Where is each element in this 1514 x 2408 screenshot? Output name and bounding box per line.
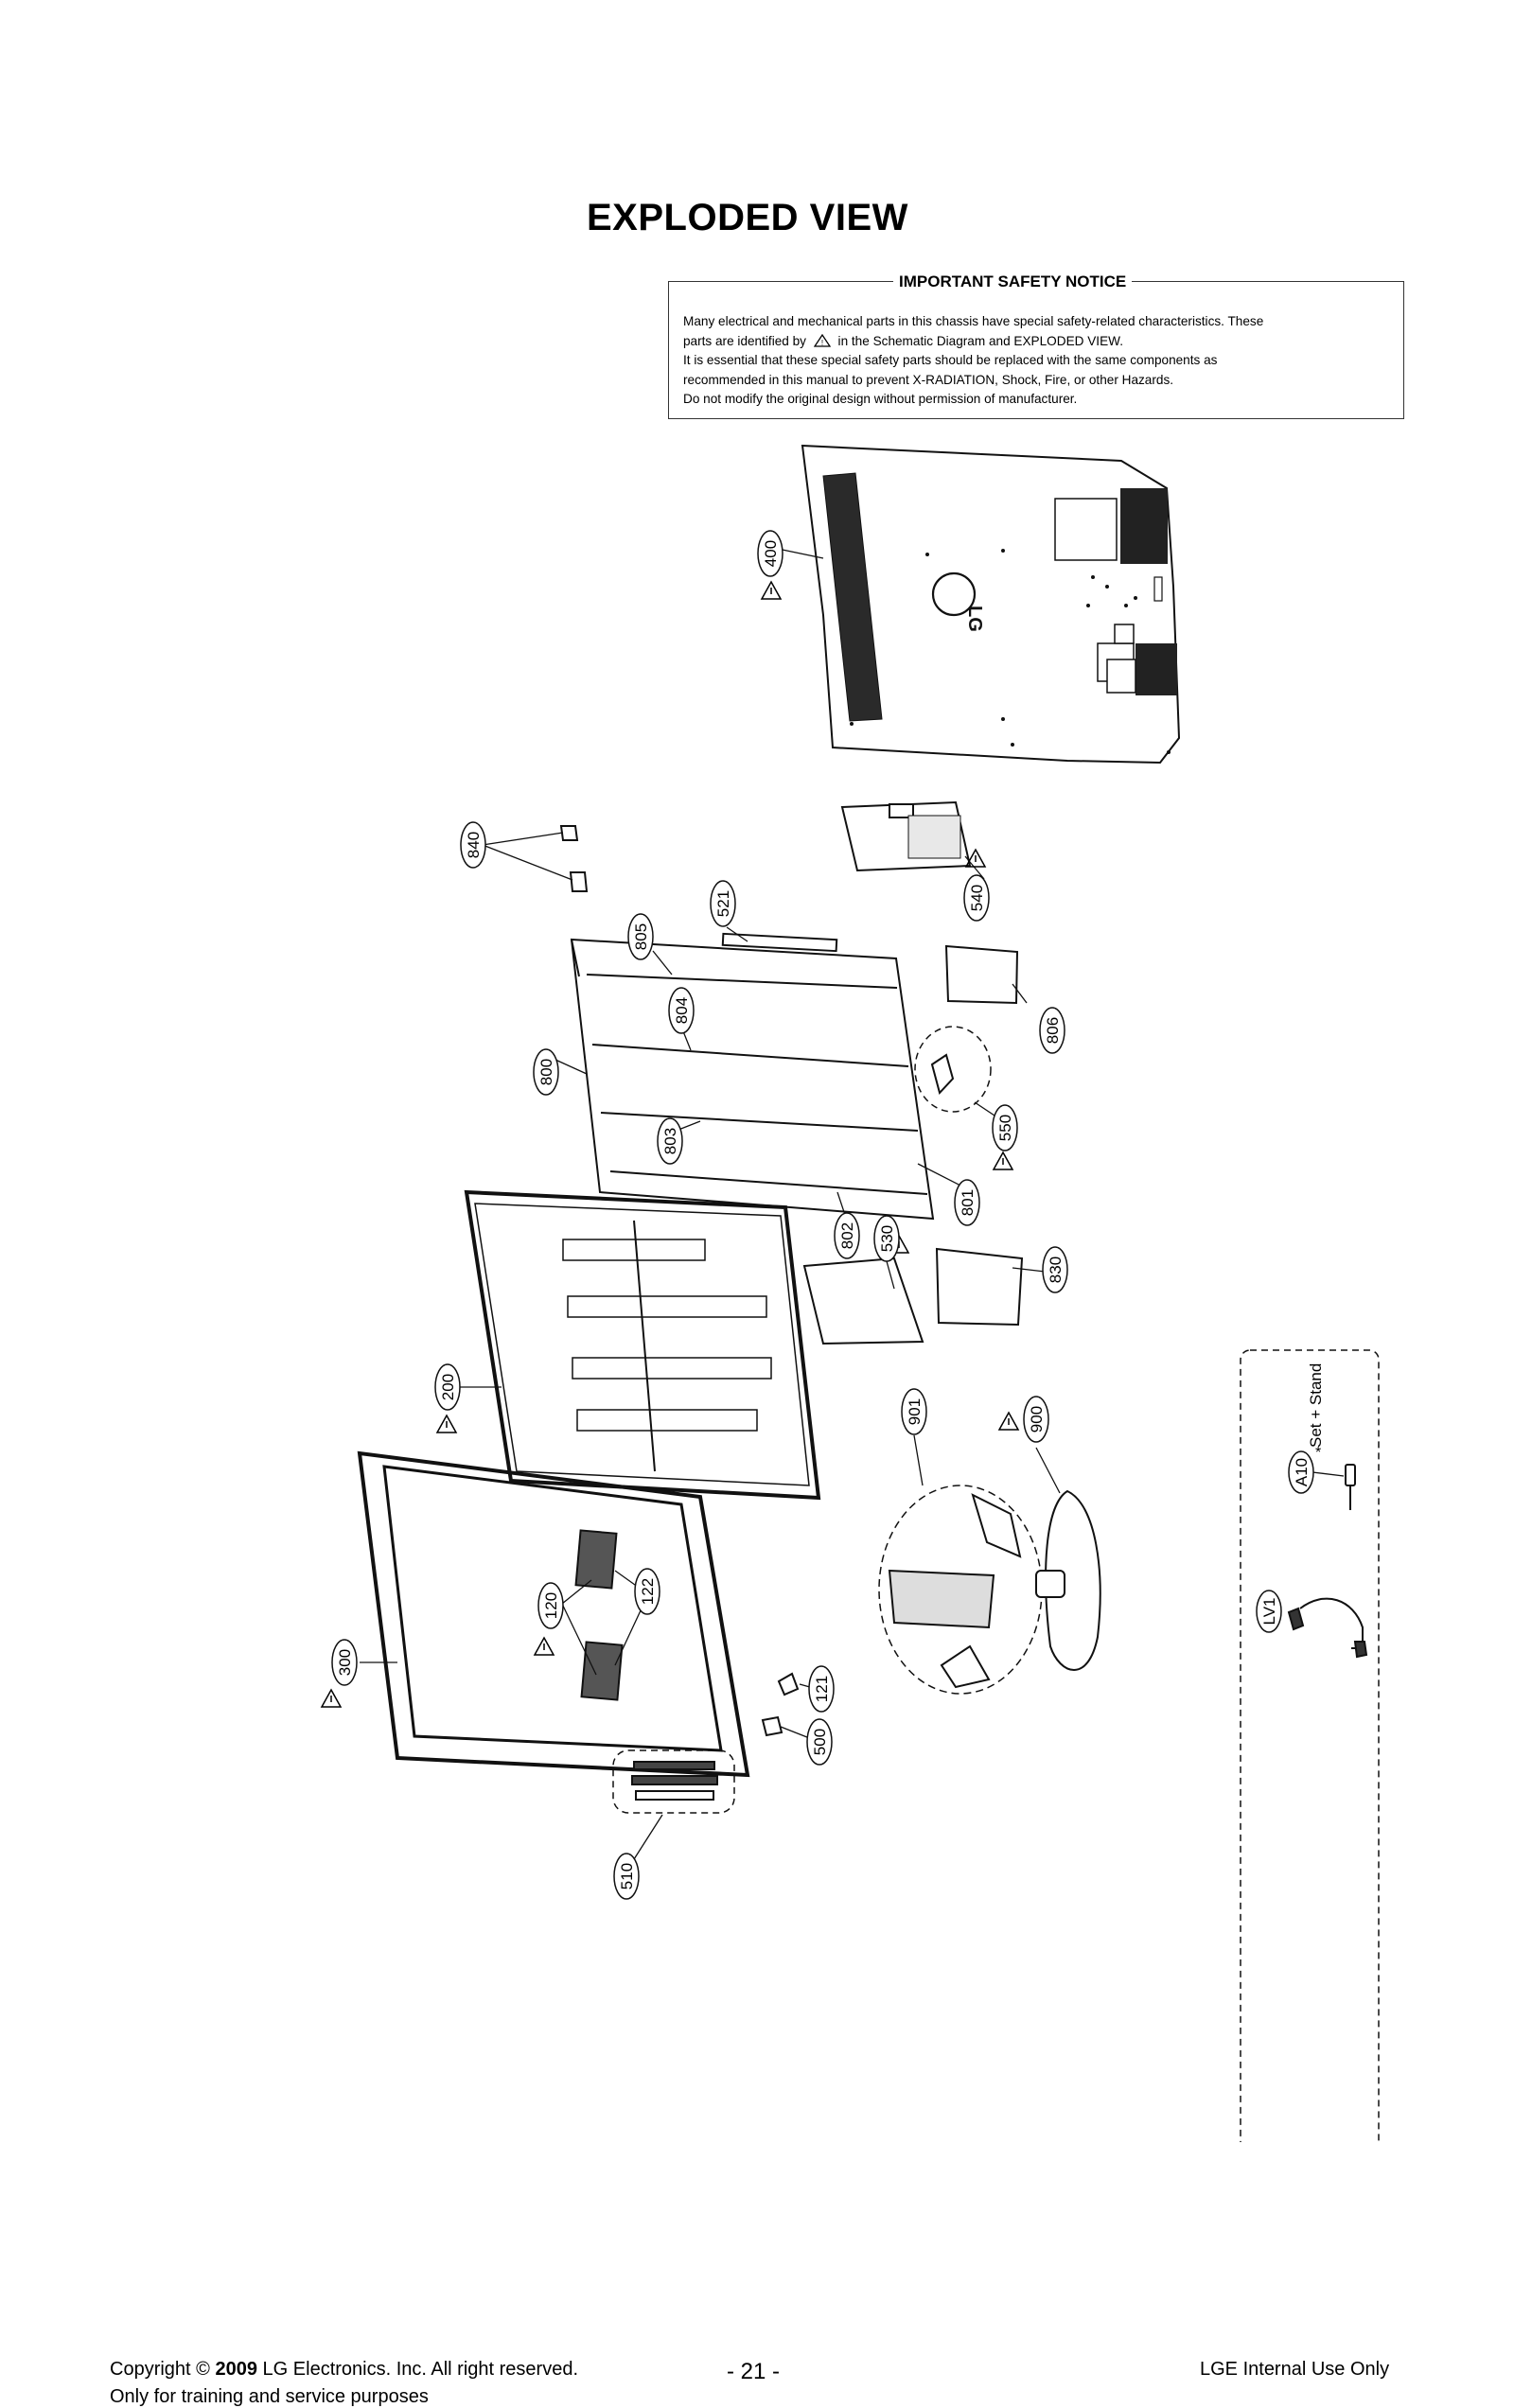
label-122: 122 (634, 1568, 660, 1615)
svg-text:510: 510 (618, 1863, 636, 1889)
control-panel-group (612, 1749, 735, 1814)
svg-text:840: 840 (465, 832, 483, 858)
warning-triangle-icon (534, 1637, 555, 1656)
label-550: 550 (992, 1104, 1018, 1151)
page-number: - 21 - (727, 2359, 781, 2384)
exploded-view-diagram: LG (321, 444, 1380, 2142)
label-804: 804 (668, 987, 695, 1034)
notice-line-2b: in the Schematic Diagram and EXPLODED VI… (837, 333, 1123, 348)
svg-text:!: ! (821, 339, 823, 347)
svg-text:521: 521 (714, 890, 732, 917)
label-830: 830 (1042, 1246, 1068, 1293)
warning-triangle-icon: ! (813, 333, 831, 347)
label-806: 806 (1039, 1007, 1065, 1054)
notice-line-5: Do not modify the original design withou… (683, 392, 1078, 406)
footer-training-note: Only for training and service purposes (110, 2386, 429, 2407)
svg-text:805: 805 (632, 923, 650, 950)
label-400: 400 (757, 530, 783, 577)
svg-text:803: 803 (661, 1128, 679, 1154)
notice-line-2: parts are identified by ! in the Schemat… (683, 332, 1393, 352)
label-500: 500 (806, 1718, 833, 1766)
warning-triangle-icon (321, 1689, 342, 1708)
warning-triangle-icon (998, 1412, 1019, 1431)
label-510: 510 (613, 1853, 640, 1900)
accessory-box (1240, 1349, 1380, 2142)
label-540: 540 (963, 874, 990, 922)
detail-550-circle (914, 1026, 992, 1113)
svg-text:802: 802 (838, 1222, 856, 1249)
svg-text:804: 804 (673, 997, 691, 1024)
svg-text:530: 530 (878, 1225, 896, 1252)
asterisk-mark: * (1315, 1445, 1321, 1461)
svg-text:550: 550 (996, 1115, 1014, 1141)
label-200: 200 (434, 1363, 461, 1411)
svg-text:806: 806 (1044, 1017, 1062, 1044)
notice-line-1: Many electrical and mechanical parts in … (683, 314, 1264, 328)
svg-text:900: 900 (1028, 1406, 1046, 1432)
svg-text:A10: A10 (1293, 1458, 1311, 1486)
svg-text:121: 121 (813, 1676, 831, 1702)
notice-line-2a: parts are identified by (683, 333, 806, 348)
notice-line-3: It is essential that these special safet… (683, 353, 1218, 367)
back-cover-part: LG (801, 444, 1181, 765)
footer-copyright: Copyright © 2009 LG Electronics. Inc. Al… (110, 2359, 579, 2380)
lg-logo: LG (964, 606, 985, 632)
notice-line-4: recommended in this manual to prevent X-… (683, 372, 1174, 387)
svg-text:901: 901 (906, 1398, 924, 1425)
svg-text:540: 540 (968, 885, 986, 911)
svg-text:800: 800 (537, 1059, 555, 1085)
label-521: 521 (710, 880, 736, 927)
label-900: 900 (1023, 1396, 1049, 1443)
svg-text:120: 120 (542, 1592, 560, 1619)
label-121: 121 (808, 1665, 835, 1713)
svg-text:LV1: LV1 (1260, 1598, 1278, 1626)
safety-notice-body: Many electrical and mechanical parts in … (683, 312, 1393, 410)
label-901: 901 (901, 1388, 927, 1435)
label-300: 300 (331, 1639, 358, 1686)
page-title: EXPLODED VIEW (587, 197, 908, 238)
label-802: 802 (834, 1212, 860, 1259)
svg-text:300: 300 (336, 1649, 354, 1676)
lcd-module-part (464, 1189, 821, 1501)
leader-lines (360, 548, 1345, 1860)
svg-text:200: 200 (439, 1374, 457, 1400)
safety-notice-heading: IMPORTANT SAFETY NOTICE (893, 272, 1133, 291)
label-803: 803 (657, 1117, 683, 1165)
svg-text:500: 500 (811, 1729, 829, 1755)
label-800: 800 (533, 1048, 559, 1096)
label-805: 805 (627, 913, 654, 960)
label-801: 801 (954, 1179, 980, 1226)
part-labels: 400 840 521 540 805 804 806 800 550 803 … (331, 530, 1314, 1900)
svg-text:400: 400 (762, 540, 780, 567)
svg-text:801: 801 (959, 1189, 977, 1216)
warning-triangle-icon (993, 1151, 1013, 1170)
stand-parts (878, 1485, 1101, 1695)
small-parts (721, 932, 1024, 1737)
svg-text:122: 122 (639, 1578, 657, 1605)
speaker-parts (574, 1529, 624, 1701)
svg-text:830: 830 (1047, 1257, 1065, 1283)
label-530: 530 (873, 1215, 900, 1262)
set-stand-label: Set + Stand (1307, 1363, 1325, 1448)
main-board-part (840, 800, 972, 872)
warning-triangle-icon (761, 581, 782, 600)
label-120: 120 (537, 1582, 564, 1629)
bracket-clip-parts (559, 825, 589, 892)
label-LV1: LV1 (1256, 1590, 1282, 1633)
rear-frame-part (570, 938, 935, 1221)
label-840: 840 (460, 821, 486, 869)
label-A10: A10 (1288, 1450, 1314, 1494)
footer-internal-use: LGE Internal Use Only (1200, 2359, 1390, 2380)
warning-triangle-icon (436, 1415, 457, 1433)
